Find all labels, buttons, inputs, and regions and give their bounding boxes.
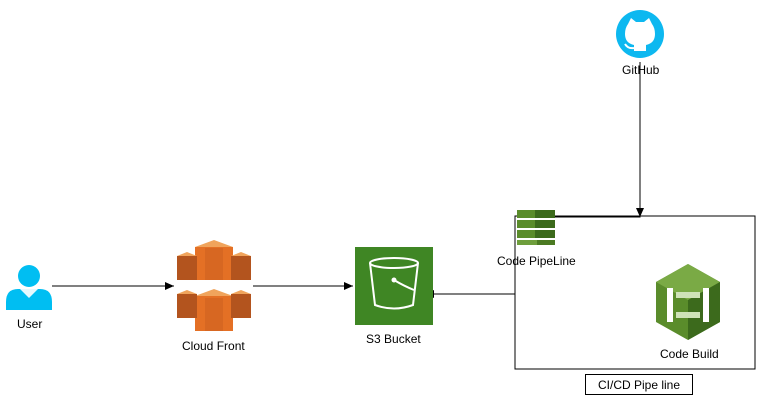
- cicd-group-label: CI/CD Pipe line: [597, 377, 681, 392]
- codepipeline-label: Code PipeLine: [497, 254, 576, 268]
- codebuild-label: Code Build: [660, 347, 719, 361]
- cloudfront-icon: [177, 240, 251, 331]
- s3-bucket-icon: [355, 247, 433, 325]
- user-icon: [6, 265, 52, 310]
- cicd-group-label-box: CI/CD Pipe line: [585, 374, 693, 395]
- user-label: User: [17, 317, 43, 331]
- cicd-group-container: [514, 215, 756, 370]
- s3-bucket-label: S3 Bucket: [366, 332, 421, 346]
- edge-github-to-codepipeline: [555, 62, 641, 218]
- github-icon: [616, 10, 664, 58]
- codepipeline-icon: [517, 210, 555, 245]
- codebuild-icon: [656, 264, 720, 340]
- github-label: GitHub: [622, 63, 660, 77]
- cloudfront-label: Cloud Front: [182, 339, 245, 353]
